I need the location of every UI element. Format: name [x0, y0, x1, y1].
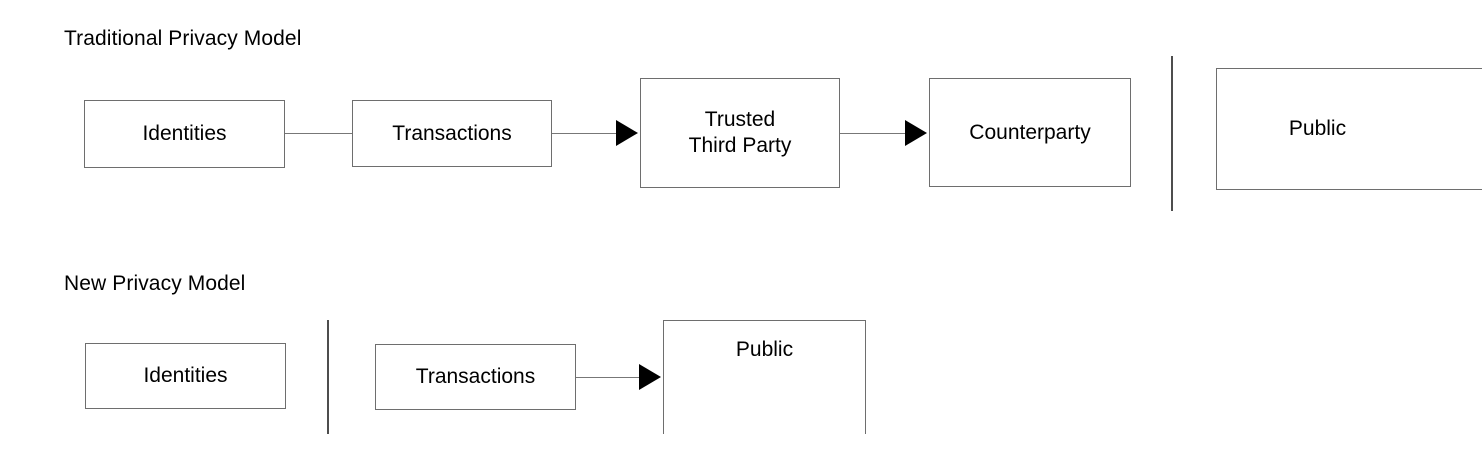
- edge-trusted-third-party-counterparty: [840, 133, 907, 135]
- node-transactions-traditional[interactable]: Transactions: [352, 100, 552, 167]
- node-transactions-new[interactable]: Transactions: [375, 344, 576, 410]
- node-label: Transactions: [415, 365, 536, 388]
- edge-transactions-trusted-third-party: [552, 133, 618, 135]
- node-label: Public: [735, 337, 794, 361]
- new-model-title: New Privacy Model: [64, 272, 246, 295]
- node-identities-traditional[interactable]: Identities: [84, 100, 285, 168]
- traditional-model-title: Traditional Privacy Model: [64, 27, 302, 50]
- privacy-boundary-divider-traditional: [1171, 56, 1173, 211]
- node-label: Identities: [142, 122, 227, 145]
- node-trusted-third-party[interactable]: Trusted Third Party: [640, 78, 840, 188]
- arrow-head-icon: [616, 120, 638, 146]
- node-label: Public: [1288, 117, 1347, 140]
- node-counterparty[interactable]: Counterparty: [929, 78, 1131, 187]
- node-label: Identities: [143, 364, 228, 387]
- node-public-new[interactable]: Public: [663, 320, 866, 434]
- edge-identities-transactions: [285, 133, 352, 135]
- node-label: Counterparty: [969, 120, 1091, 144]
- edge-transactions-public: [576, 377, 640, 379]
- privacy-boundary-divider-new: [327, 320, 329, 434]
- node-public-traditional[interactable]: Public: [1216, 68, 1482, 190]
- arrow-head-icon: [905, 120, 927, 146]
- node-label: Trusted Third Party: [688, 108, 792, 157]
- arrow-head-icon: [639, 364, 661, 390]
- node-label: Transactions: [392, 121, 512, 145]
- node-identities-new[interactable]: Identities: [85, 343, 286, 409]
